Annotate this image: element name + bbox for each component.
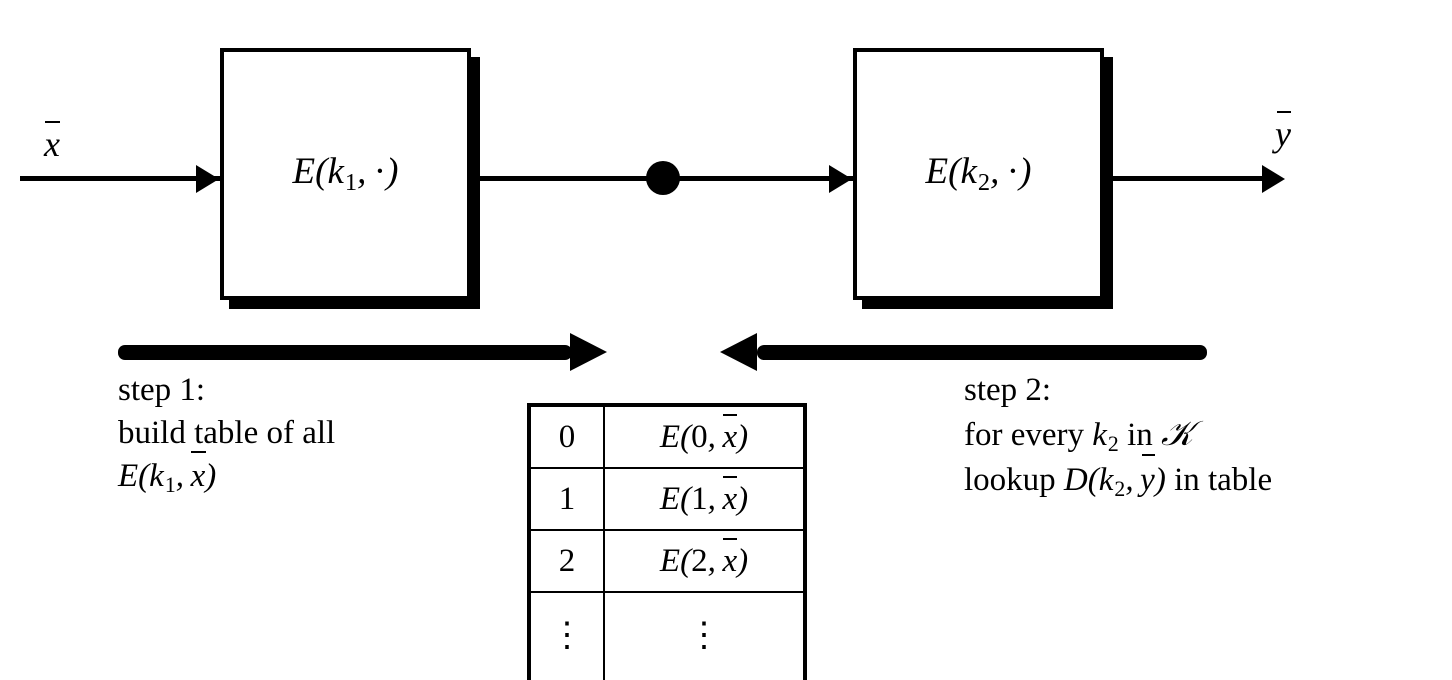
table-cell-value: E(0, x) xyxy=(603,404,806,469)
table-row[interactable]: 1 E(1, x) xyxy=(528,467,806,531)
step-2-arrowhead-icon xyxy=(720,333,757,371)
step-1-arrowhead-icon xyxy=(570,333,607,371)
precomputed-lookup-table[interactable]: 0 E(0, x) 1 E(1, x) 2 E(2, x) ⋮ ⋮ xyxy=(527,403,807,680)
step-1-arrow-shaft xyxy=(118,345,572,360)
step-2-arrow-shaft xyxy=(757,345,1207,360)
step-1-heading: step 1: xyxy=(118,372,206,408)
cipher-block-e2[interactable]: E(k2, ·) xyxy=(853,48,1104,300)
input-label-xbar: x xyxy=(44,121,61,164)
input-arrowhead-icon xyxy=(196,165,219,193)
table-cell-value: E(1, x) xyxy=(603,467,806,531)
table-cell-key: 0 xyxy=(528,404,605,469)
output-arrowhead-icon xyxy=(1262,165,1285,193)
table-cell-key: 2 xyxy=(528,529,605,593)
step-1-line-3: E(k1, x) xyxy=(118,450,335,500)
table-cell-value: E(2, x) xyxy=(603,529,806,593)
table-row[interactable]: 2 E(2, x) xyxy=(528,529,806,593)
input-wire xyxy=(20,176,220,181)
table-cell-key-vdots: ⋮ xyxy=(528,591,605,680)
output-wire xyxy=(1104,176,1274,181)
output-label-ybar: y xyxy=(1275,111,1291,154)
middle-arrowhead-icon xyxy=(829,165,852,193)
table-row[interactable]: 0 E(0, x) xyxy=(528,404,806,469)
step-1-caption: step 1: build table of all E(k1, x) xyxy=(118,369,335,500)
cipher-block-e1[interactable]: E(k1, ·) xyxy=(220,48,471,300)
cipher-block-e1-label: E(k1, ·) xyxy=(292,150,399,196)
cipher-block-e2-label: E(k2, ·) xyxy=(925,150,1032,196)
step-2-line-3: lookup D(k2, y) in table xyxy=(964,454,1272,504)
table-row-continuation: ⋮ ⋮ xyxy=(528,591,806,680)
table-cell-key: 1 xyxy=(528,467,605,531)
table-cell-value-vdots: ⋮ xyxy=(603,591,806,680)
step-1-line-2: build table of all xyxy=(118,414,336,451)
junction-dot-icon[interactable] xyxy=(646,161,680,195)
step-2-line-2: for every k2 in 𝒦 xyxy=(964,414,1194,457)
step-2-heading: step 2: xyxy=(964,372,1052,408)
step-2-caption: step 2: for every k2 in 𝒦 lookup D(k2, y… xyxy=(964,369,1272,504)
